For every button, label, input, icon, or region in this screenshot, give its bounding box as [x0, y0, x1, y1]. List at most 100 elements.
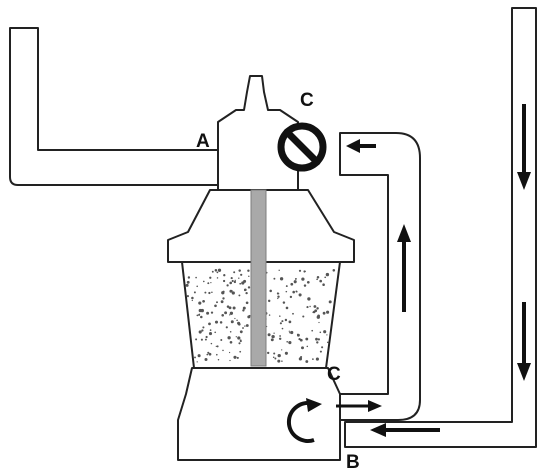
- media-speckle: [315, 337, 318, 341]
- media-speckle: [207, 351, 210, 354]
- media-speckle: [204, 357, 208, 362]
- media-speckle: [209, 276, 212, 279]
- inlet-pipe: [9, 27, 237, 186]
- media-speckle: [292, 312, 294, 315]
- media-speckle: [273, 352, 276, 355]
- media-speckle: [301, 346, 304, 350]
- media-speckle: [305, 360, 309, 363]
- media-speckle: [269, 289, 272, 293]
- media-speckle: [301, 277, 305, 281]
- media-speckle: [230, 277, 233, 280]
- media-speckle: [332, 269, 336, 272]
- media-speckle: [196, 361, 198, 363]
- media-speckle: [196, 314, 199, 317]
- media-speckle: [244, 289, 246, 292]
- media-speckle: [279, 277, 284, 281]
- media-speckle: [326, 341, 329, 344]
- media-speckle: [316, 315, 320, 319]
- media-speckle: [281, 349, 283, 351]
- media-speckle: [205, 335, 208, 339]
- arrow-icon: [346, 139, 376, 153]
- media-speckle: [200, 338, 203, 341]
- media-speckle: [233, 271, 236, 274]
- media-speckle: [238, 294, 241, 297]
- media-speckle: [216, 301, 218, 304]
- media-speckle: [278, 337, 282, 341]
- media-speckle: [244, 325, 246, 327]
- media-speckle: [226, 305, 230, 308]
- media-speckle: [277, 295, 280, 298]
- media-speckle: [318, 321, 320, 324]
- media-speckle: [248, 275, 250, 278]
- media-speckle: [319, 331, 322, 334]
- media-speckle: [222, 290, 225, 293]
- media-speckle: [196, 285, 198, 288]
- media-speckle: [242, 309, 245, 312]
- media-speckle: [279, 335, 281, 337]
- media-speckle: [271, 334, 275, 339]
- media-speckle: [326, 334, 328, 336]
- media-speckle: [223, 274, 226, 277]
- media-speckle: [209, 329, 212, 331]
- base-housing: [177, 367, 341, 461]
- return-pipe: [344, 7, 537, 448]
- media-speckle: [322, 283, 325, 286]
- media-speckle: [323, 330, 327, 334]
- media-speckle: [296, 333, 300, 337]
- media-speckle: [285, 285, 288, 288]
- media-speckle: [272, 356, 275, 359]
- media-speckle: [227, 336, 231, 340]
- media-speckle: [299, 338, 303, 342]
- media-speckle: [240, 273, 243, 276]
- media-speckle: [282, 301, 286, 304]
- media-speckle: [229, 340, 233, 344]
- label-a: A: [196, 131, 210, 152]
- media-speckle: [228, 351, 231, 354]
- media-speckle: [187, 276, 191, 279]
- pump-head: [217, 75, 299, 191]
- media-speckle: [216, 277, 219, 279]
- media-speckle: [322, 311, 326, 315]
- media-speckle: [286, 340, 289, 343]
- media-speckle: [312, 358, 314, 360]
- media-speckle: [216, 345, 219, 348]
- media-speckle: [245, 291, 248, 295]
- media-speckle: [267, 351, 270, 355]
- media-speckle: [231, 279, 234, 283]
- media-speckle: [222, 297, 225, 300]
- media-speckle: [288, 330, 290, 332]
- media-speckle: [238, 277, 240, 279]
- media-speckle: [208, 291, 211, 295]
- media-speckle: [234, 279, 236, 282]
- media-speckle: [195, 276, 197, 279]
- media-speckle: [195, 338, 198, 341]
- media-speckle: [229, 331, 232, 333]
- media-speckle: [202, 326, 205, 329]
- media-speckle: [245, 301, 249, 305]
- media-speckle: [224, 311, 228, 315]
- media-speckle: [198, 308, 202, 313]
- media-speckle: [239, 282, 242, 285]
- media-speckle: [277, 359, 281, 363]
- media-speckle: [295, 290, 298, 293]
- media-speckle: [306, 306, 309, 309]
- media-speckle: [233, 280, 237, 284]
- media-speckle: [316, 275, 320, 279]
- media-speckle: [226, 284, 229, 287]
- media-speckle: [231, 291, 235, 295]
- media-speckle: [234, 317, 236, 320]
- media-speckle: [214, 269, 218, 272]
- media-speckle: [290, 282, 294, 286]
- media-speckle: [305, 337, 309, 341]
- arrow-icon: [370, 423, 440, 437]
- media-speckle: [206, 311, 210, 315]
- media-speckle: [220, 300, 224, 304]
- curved-arrow-icon: [286, 398, 322, 443]
- arrow-icon: [397, 224, 411, 312]
- media-speckle: [215, 345, 217, 348]
- media-speckle: [222, 279, 226, 283]
- media-speckle: [217, 358, 220, 361]
- media-speckle: [324, 276, 327, 279]
- media-speckle: [239, 350, 242, 353]
